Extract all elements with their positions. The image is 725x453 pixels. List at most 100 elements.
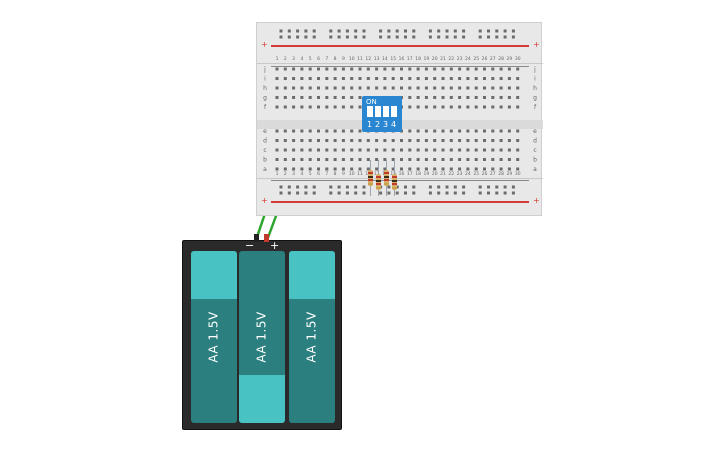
hole-g[interactable] (300, 96, 304, 99)
rail-hole[interactable] (329, 191, 333, 195)
hole-f[interactable] (424, 105, 428, 109)
hole-e[interactable] (416, 129, 420, 133)
hole-c[interactable] (275, 148, 279, 152)
rail-hole[interactable] (478, 35, 482, 39)
hole-j[interactable] (283, 67, 287, 71)
hole-i[interactable] (449, 77, 453, 80)
hole-h[interactable] (308, 86, 312, 90)
dip-switch-2[interactable] (375, 106, 381, 117)
hole-g[interactable] (333, 96, 337, 99)
hole-e[interactable] (358, 129, 362, 133)
hole-j[interactable] (375, 67, 379, 71)
hole-g[interactable] (483, 96, 486, 99)
hole-f[interactable] (499, 105, 503, 109)
hole-g[interactable] (424, 96, 428, 99)
hole-j[interactable] (350, 67, 354, 71)
hole-f[interactable] (466, 105, 470, 109)
hole-b[interactable] (466, 158, 470, 161)
rail-hole[interactable] (329, 35, 333, 39)
rail-hole[interactable] (437, 191, 441, 195)
hole-h[interactable] (449, 86, 453, 90)
hole-b[interactable] (458, 158, 462, 161)
hole-h[interactable] (283, 86, 287, 90)
hole-i[interactable] (300, 77, 304, 80)
hole-i[interactable] (317, 77, 320, 80)
hole-i[interactable] (516, 77, 520, 80)
hole-b[interactable] (449, 158, 453, 161)
hole-a[interactable] (458, 167, 462, 171)
hole-c[interactable] (400, 148, 403, 152)
rail-hole[interactable] (387, 191, 391, 195)
hole-i[interactable] (325, 77, 329, 80)
rail-hole[interactable] (395, 191, 399, 195)
hole-f[interactable] (341, 105, 345, 109)
hole-d[interactable] (292, 139, 296, 142)
hole-g[interactable] (341, 96, 345, 99)
hole-a[interactable] (466, 167, 470, 171)
hole-b[interactable] (341, 158, 345, 161)
hole-a[interactable] (449, 167, 453, 171)
hole-d[interactable] (283, 139, 287, 142)
rail-hole[interactable] (412, 35, 416, 39)
hole-j[interactable] (441, 67, 445, 71)
rail-hole[interactable] (412, 191, 416, 195)
rail-hole[interactable] (437, 29, 441, 33)
hole-a[interactable] (375, 167, 379, 171)
rail-hole[interactable] (287, 29, 291, 33)
hole-c[interactable] (491, 148, 495, 152)
rail-hole[interactable] (379, 35, 383, 39)
hole-b[interactable] (333, 158, 337, 161)
hole-e[interactable] (483, 129, 486, 133)
hole-i[interactable] (416, 77, 420, 80)
hole-b[interactable] (400, 158, 403, 161)
hole-a[interactable] (383, 167, 387, 171)
hole-h[interactable] (408, 86, 412, 90)
rail-hole[interactable] (503, 29, 507, 33)
hole-f[interactable] (275, 105, 279, 109)
hole-d[interactable] (366, 139, 370, 142)
hole-c[interactable] (358, 148, 362, 152)
hole-g[interactable] (433, 96, 437, 99)
hole-i[interactable] (441, 77, 445, 80)
hole-a[interactable] (308, 167, 312, 171)
hole-j[interactable] (300, 67, 304, 71)
rail-hole[interactable] (337, 185, 341, 189)
rail-hole[interactable] (362, 35, 366, 39)
hole-h[interactable] (400, 86, 403, 90)
hole-g[interactable] (458, 96, 462, 99)
battery-cell-2[interactable]: AA 1.5V (239, 251, 285, 423)
rail-hole[interactable] (279, 185, 283, 189)
hole-j[interactable] (458, 67, 462, 71)
hole-a[interactable] (433, 167, 437, 171)
hole-d[interactable] (333, 139, 337, 142)
hole-i[interactable] (499, 77, 503, 80)
hole-f[interactable] (441, 105, 445, 109)
rail-hole[interactable] (453, 35, 457, 39)
hole-h[interactable] (474, 86, 478, 90)
rail-hole[interactable] (462, 191, 466, 195)
hole-j[interactable] (292, 67, 296, 71)
hole-h[interactable] (366, 86, 370, 90)
hole-b[interactable] (516, 158, 520, 161)
hole-i[interactable] (366, 77, 370, 80)
hole-j[interactable] (474, 67, 478, 71)
hole-b[interactable] (292, 158, 296, 161)
hole-a[interactable] (424, 167, 428, 171)
rail-hole[interactable] (511, 29, 515, 33)
rail-hole[interactable] (362, 29, 366, 33)
hole-e[interactable] (283, 129, 287, 133)
hole-f[interactable] (433, 105, 437, 109)
hole-g[interactable] (516, 96, 520, 99)
hole-g[interactable] (283, 96, 287, 99)
resistor-3[interactable] (384, 170, 389, 186)
rail-hole[interactable] (404, 29, 407, 33)
hole-h[interactable] (317, 86, 320, 90)
hole-e[interactable] (350, 129, 354, 133)
rail-hole[interactable] (404, 35, 407, 39)
hole-e[interactable] (408, 129, 412, 133)
hole-h[interactable] (275, 86, 279, 90)
hole-b[interactable] (317, 158, 320, 161)
hole-j[interactable] (400, 67, 403, 71)
hole-g[interactable] (350, 96, 354, 99)
hole-g[interactable] (507, 96, 511, 99)
